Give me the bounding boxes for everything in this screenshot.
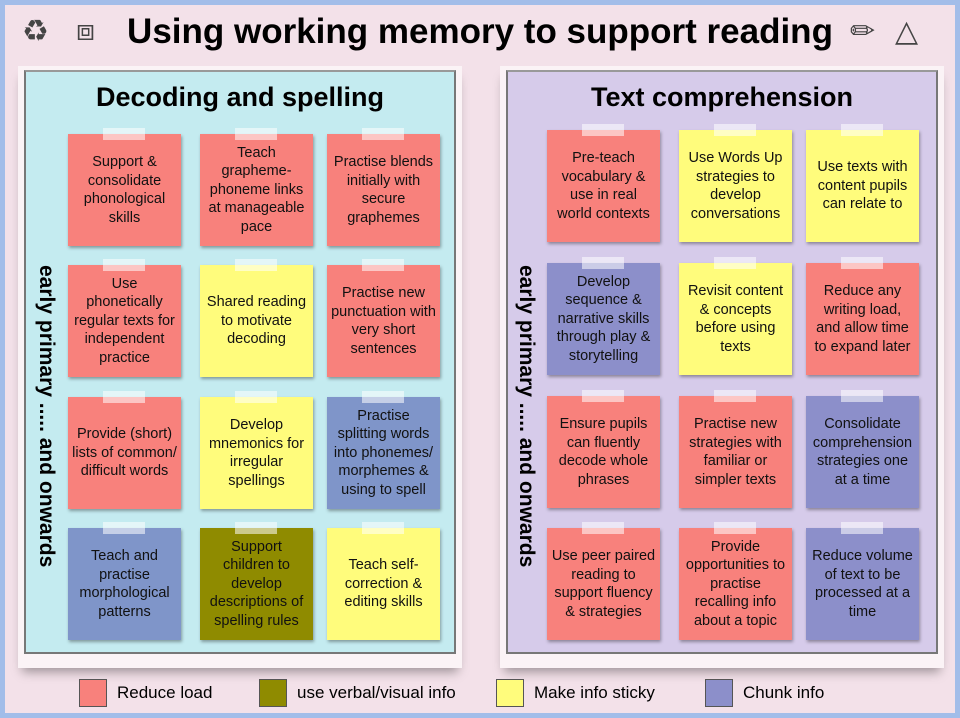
- note-text: Practise splitting words into phonemes/ …: [333, 407, 434, 498]
- sticky-note: Use peer paired reading to support fluen…: [547, 522, 660, 640]
- note-text: Use texts with content pupils can relate…: [817, 159, 908, 213]
- sticky-note: Reduce any writing load, and allow time …: [806, 257, 919, 375]
- legend-reduce-load: Reduce load: [79, 679, 212, 707]
- pencil-pot-icon: ✏: [850, 15, 876, 48]
- note-text: Use phonetically regular texts for indep…: [74, 275, 175, 366]
- sticky-note: Provide (short) lists of common/ difficu…: [68, 391, 181, 509]
- sticky-note: Support children to develop descriptions…: [200, 522, 313, 640]
- page-title: Using working memory to support reading: [127, 12, 833, 51]
- note-text: Teach and practise morphological pattern…: [79, 548, 170, 620]
- legend-sticky: Make info sticky: [496, 679, 655, 707]
- note-text: Practise blends initially with secure gr…: [333, 154, 434, 226]
- legend-swatch: [705, 679, 733, 707]
- sticky-note: Ensure pupils can fluently decode whole …: [547, 390, 660, 508]
- cake-icon: ♻: [22, 15, 49, 48]
- sticky-note: Practise blends initially with secure gr…: [327, 128, 440, 246]
- note-text: Use peer paired reading to support fluen…: [551, 548, 656, 620]
- note-text: Ensure pupils can fluently decode whole …: [558, 416, 649, 488]
- legend-label: Chunk info: [743, 683, 825, 702]
- note-text: Consolidate comprehension strategies one…: [812, 416, 913, 488]
- note-text: Pre-teach vocabulary & use in real world…: [557, 150, 650, 222]
- comprehension-panel: Text comprehension early primary ..... a…: [500, 66, 944, 668]
- note-text: Provide (short) lists of common/ difficu…: [72, 426, 177, 480]
- note-text: Support children to develop descriptions…: [209, 538, 304, 629]
- note-text: Shared reading to motivate decoding: [206, 294, 307, 348]
- sticky-note: Reduce volume of text to be processed at…: [806, 522, 919, 640]
- panel-title: Text comprehension: [590, 82, 854, 112]
- legend-label: use verbal/visual info: [297, 683, 456, 702]
- sticky-note: Practise new punctuation with very short…: [327, 259, 440, 377]
- sticky-note: Consolidate comprehension strategies one…: [806, 390, 919, 508]
- note-text: Reduce volume of text to be processed at…: [812, 548, 913, 620]
- sticky-note: Use texts with content pupils can relate…: [806, 124, 919, 242]
- sticky-note: Use phonetically regular texts for indep…: [68, 259, 181, 377]
- legend-label: Reduce load: [117, 683, 213, 702]
- sticky-note: Develop sequence & narrative skills thro…: [547, 257, 660, 375]
- note-text: Reduce any writing load, and allow time …: [814, 283, 911, 355]
- legend-label: Make info sticky: [534, 683, 655, 702]
- sticky-note: Shared reading to motivate decoding: [200, 259, 313, 377]
- ufo-icon: △: [895, 15, 919, 48]
- legend-verbal-visual: use verbal/visual info: [259, 679, 456, 707]
- sticky-note: Teach grapheme-phoneme links at manageab…: [200, 128, 313, 246]
- sticky-note: Teach self-correction & editing skills: [327, 522, 440, 640]
- sticky-note: Develop mnemonics for irregular spelling…: [200, 391, 313, 509]
- legend-chunk: Chunk info: [705, 679, 824, 707]
- sticky-note: Use Words Up strategies to develop conve…: [679, 124, 792, 242]
- note-text: Practise new strategies with familiar or…: [689, 416, 782, 488]
- legend-swatch: [79, 679, 107, 707]
- note-text: Teach self-correction & editing skills: [344, 557, 423, 611]
- sticky-note: Practise splitting words into phonemes/ …: [327, 391, 440, 509]
- sticky-note: Practise new strategies with familiar or…: [679, 390, 792, 508]
- sticky-note: Pre-teach vocabulary & use in real world…: [547, 124, 660, 242]
- note-text: Develop mnemonics for irregular spelling…: [208, 417, 305, 489]
- sticky-note: Teach and practise morphological pattern…: [68, 522, 181, 640]
- blocks-icon: ⧈: [76, 14, 96, 47]
- sticky-note: Provide opportunities to practise recall…: [679, 522, 792, 640]
- note-text: Provide opportunities to practise recall…: [685, 538, 786, 629]
- note-text: Revisit content & concepts before using …: [687, 283, 784, 355]
- note-text: Use Words Up strategies to develop conve…: [688, 150, 783, 222]
- note-text: Support & consolidate phonological skill…: [83, 154, 166, 226]
- sticky-note: Revisit content & concepts before using …: [679, 257, 792, 375]
- legend-swatch: [259, 679, 287, 707]
- decoding-panel: Decoding and spelling early primary ....…: [18, 66, 462, 668]
- age-range-label: early primary ..... and onwards: [515, 264, 538, 568]
- note-text: Practise new punctuation with very short…: [331, 285, 436, 357]
- sticky-note: Support & consolidate phonological skill…: [68, 128, 181, 246]
- legend-swatch: [496, 679, 524, 707]
- note-text: Teach grapheme-phoneme links at manageab…: [208, 144, 305, 235]
- note-text: Develop sequence & narrative skills thro…: [556, 273, 651, 364]
- panel-title: Decoding and spelling: [95, 82, 385, 112]
- age-range-label: early primary ..... and onwards: [35, 264, 58, 568]
